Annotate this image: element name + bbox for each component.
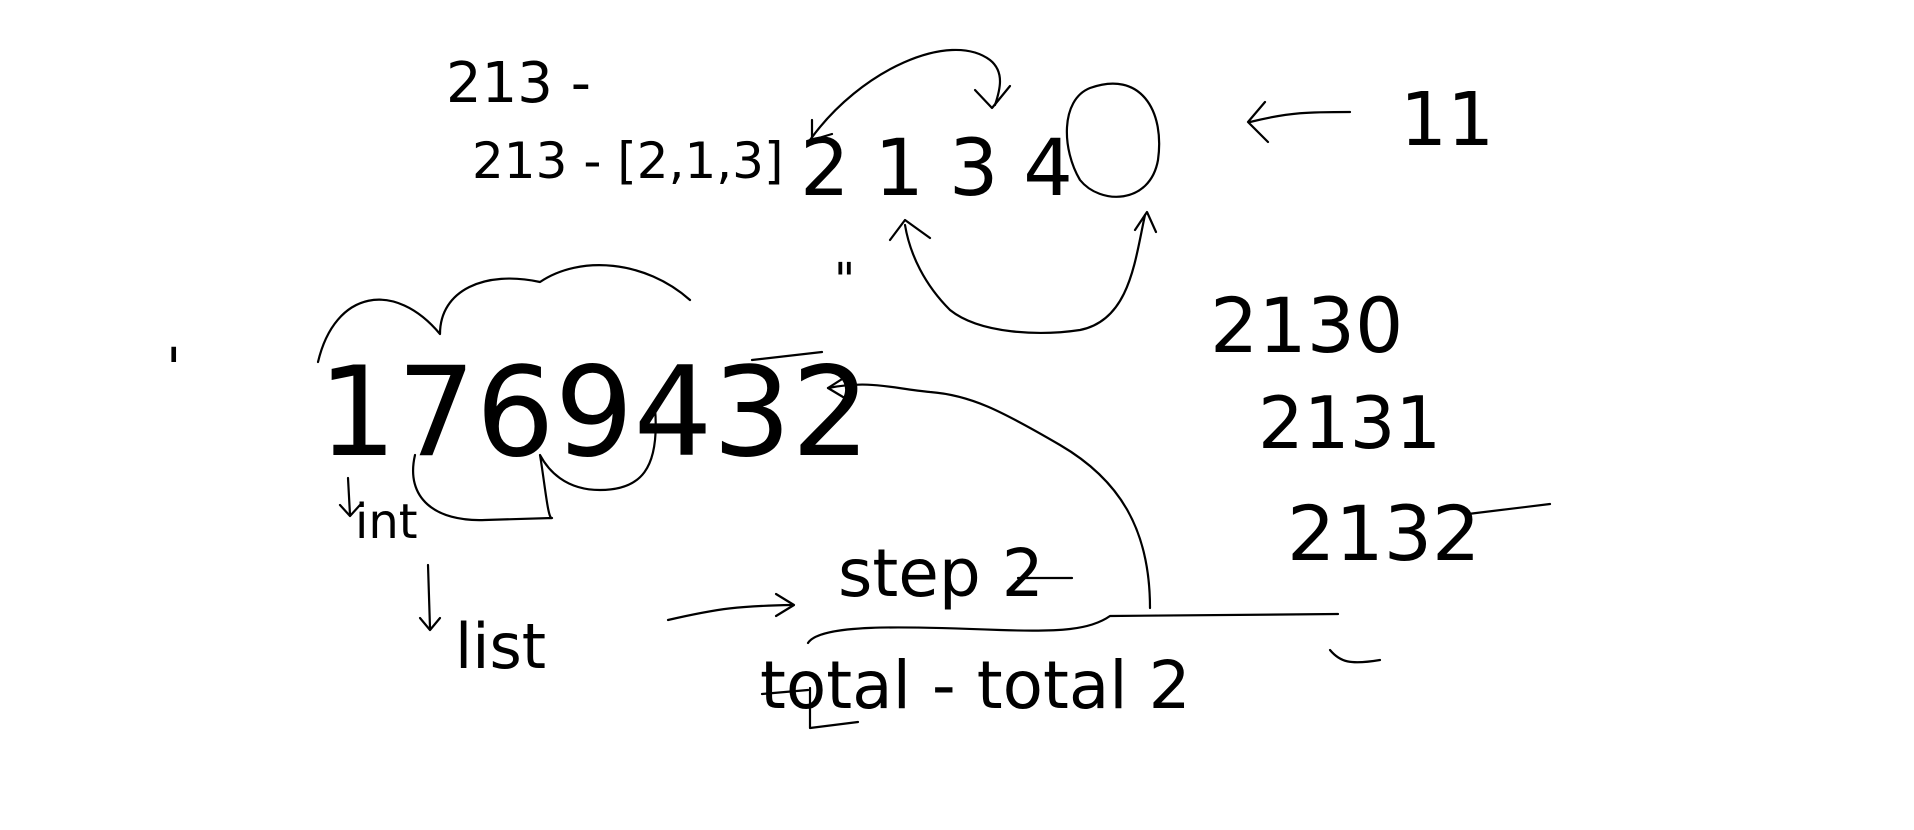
arrow-down-int [346,476,352,517]
arrow-11-to-4 [1248,110,1352,124]
arrow-total-to-number [826,383,1152,610]
arrow-head-left [1246,100,1270,144]
swap-arrow-down-head [973,84,1012,110]
right-number-11: 11 [1400,77,1494,163]
bottom-arrow-head-left [888,218,932,242]
dash-after-number [750,350,824,362]
total-bracket [760,686,860,730]
arrow-down-list-head [418,616,442,632]
arrow-list-to-step-head [774,592,796,618]
swap-arrow-left-head [810,118,834,142]
right-col-2131: 2131 [1258,381,1441,465]
svg-text:2 1 3 4: 2 1 3 4 [800,124,1073,214]
note-top-left-1: 213 - [446,51,591,116]
left-tick: ' [166,337,181,402]
swap-arc-top [808,48,1002,142]
bubble-outline [316,264,692,522]
label-step2: step 2 [838,535,1044,612]
note-top-left-2: 213 - [2,1,3] [472,132,784,190]
label-int: int [355,494,418,550]
label-totals: total - total 2 [760,647,1191,724]
right-col-line [1466,502,1552,516]
right-col-2130: 2130 [1210,281,1403,370]
label-list: list [455,610,546,683]
swap-arc-bottom [903,213,1147,334]
bottom-arrow-head-right [1133,210,1158,234]
big-number: 1769432 [318,341,870,485]
total2-tail [1328,648,1382,664]
arrow-down-list [426,563,432,630]
svg-text:213 - [2,1,3]: 213 - [2,1,3] [472,132,784,190]
connection-line [806,612,1340,645]
right-col-2132: 2132 [1287,489,1480,578]
circle-around-4 [1065,82,1161,198]
arrow-down-int-head [338,503,362,518]
list-number-2134: 2 1 3 4 [800,124,1073,214]
arrow-head-up-left [826,372,852,402]
arrow-list-to-step [666,603,794,622]
center-tick: " [834,253,855,307]
svg-text:213 -: 213 - [446,51,591,116]
